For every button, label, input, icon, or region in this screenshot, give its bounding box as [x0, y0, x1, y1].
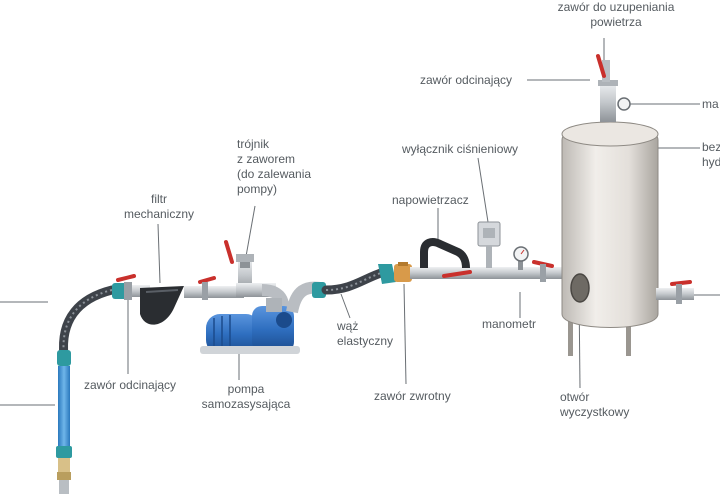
pump-motor — [206, 314, 260, 354]
label-hose: wąż elastyczny — [337, 319, 394, 348]
label-pressure-switch: wyłącznik ciśnieniowy — [402, 142, 519, 156]
valve-handle-top — [596, 54, 606, 78]
label-refill-valve: zawór do uzupeniania powietrza — [557, 0, 675, 29]
leader-hose — [340, 293, 351, 319]
label-shutoff-valve-top: zawór odcinający — [420, 73, 513, 87]
leader-tee — [244, 205, 256, 263]
foot-valve — [58, 458, 70, 472]
label-check-valve: zawór zwrotny — [374, 389, 451, 403]
tank-outlet-pipe — [656, 288, 694, 300]
tank-leg-right — [626, 316, 631, 356]
label-pump: pompa samozasysająca — [201, 382, 291, 411]
label-shutoff-valve-bottom: zawór odcinający — [84, 378, 177, 392]
cleaning-hole — [570, 273, 590, 303]
valve-handle-filter — [198, 276, 216, 284]
pump-outlet — [286, 262, 412, 314]
leader-pressure-switch — [477, 157, 489, 223]
leader-check-valve — [403, 283, 407, 385]
valve-handle-tee — [224, 240, 234, 264]
label-manometer-tank: ma — [702, 97, 719, 111]
label-cleaning-hole: otwór wyczystkowy — [560, 390, 630, 419]
main-pipe-right — [410, 221, 570, 282]
suction-fitting-lower — [56, 446, 72, 458]
label-tee-valve: trójnik z zaworem (do zalewania pompy) — [237, 137, 312, 196]
valve-handle-bottom — [116, 274, 136, 282]
label-filter: filtr mechaniczny — [123, 192, 195, 221]
main-pipe-left — [116, 274, 244, 325]
valve-handle-aerator — [442, 270, 472, 278]
label-manometer: manometr — [482, 317, 537, 331]
leader-filter — [157, 223, 161, 284]
tank-manometer — [617, 97, 631, 111]
hose-fitting — [378, 264, 396, 284]
mechanical-filter — [140, 286, 184, 325]
suction-fitting-upper — [57, 350, 71, 366]
label-aerator: napowietrzacz — [392, 193, 469, 207]
valve-handle-outlet — [670, 280, 692, 286]
suction-hose — [59, 285, 117, 361]
flexible-hose — [321, 267, 389, 295]
label-tank: bez hyd — [702, 140, 720, 169]
aerator — [420, 238, 470, 269]
pump-housing — [252, 306, 294, 352]
tank-leg-left — [568, 316, 573, 356]
check-valve — [394, 264, 412, 282]
suction-pipe — [58, 366, 70, 450]
leader-lines — [0, 38, 720, 406]
shutoff-valve-bottom — [124, 282, 132, 300]
hydrophore-tank — [561, 54, 694, 356]
pump — [200, 298, 300, 354]
